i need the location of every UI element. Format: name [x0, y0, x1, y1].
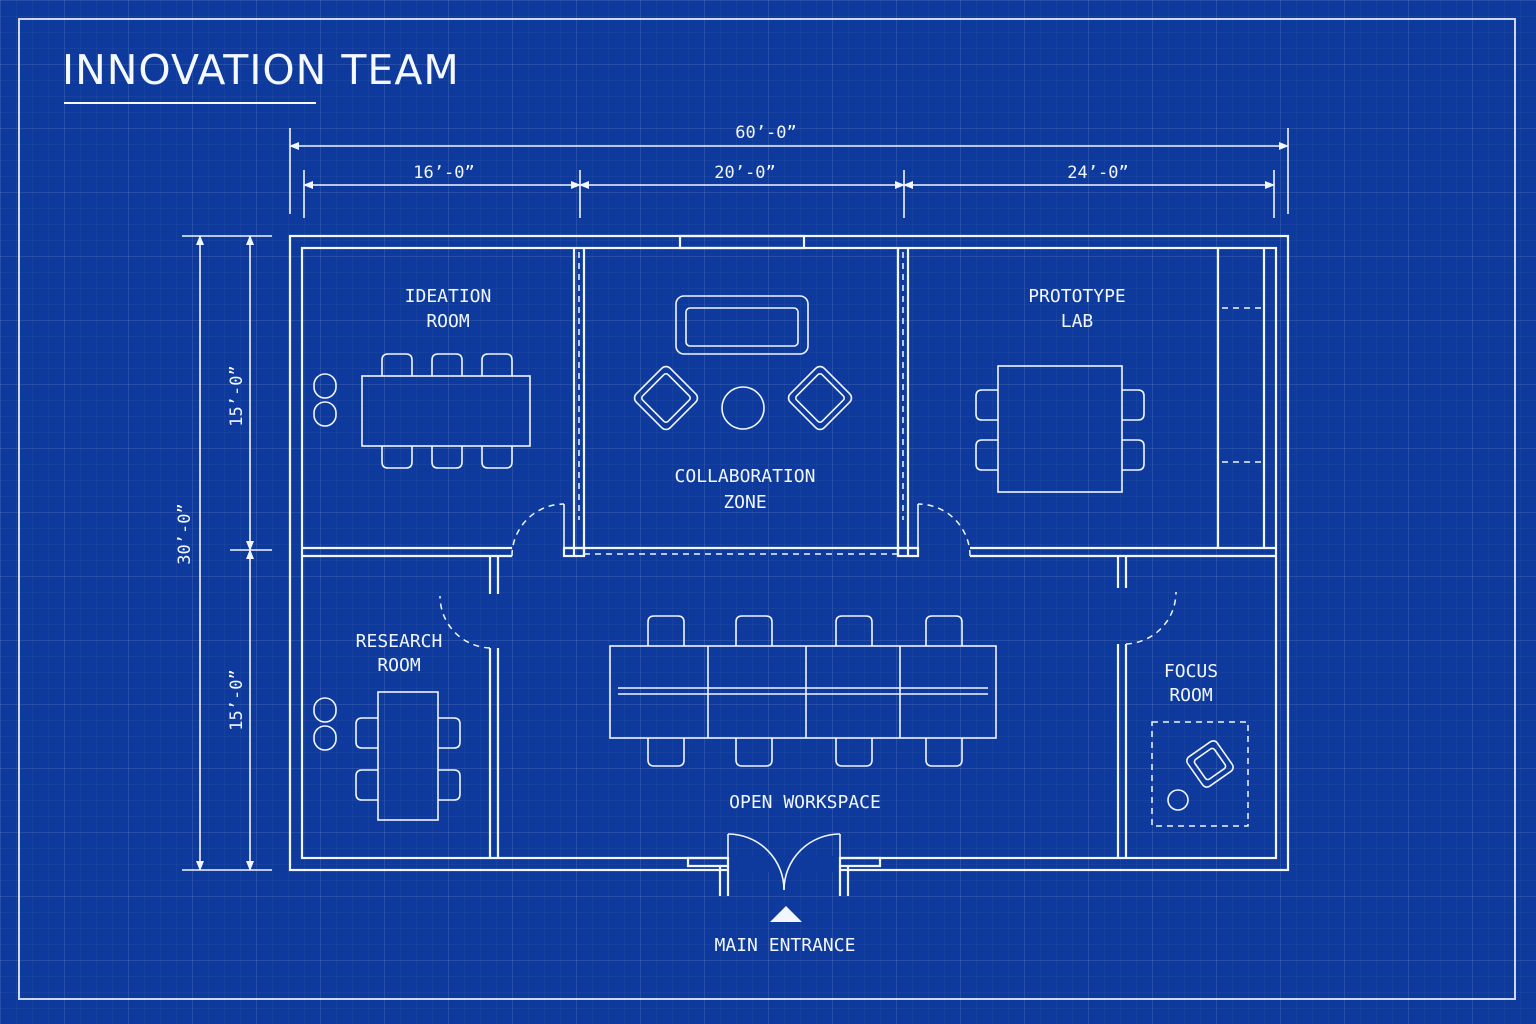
ideation-room-label-2: ROOM [426, 311, 470, 332]
focus-furniture [1151, 721, 1249, 827]
ideation-furniture [313, 353, 531, 469]
research-room-label-1: RESEARCH [356, 631, 443, 652]
door-swings [439, 503, 1177, 649]
prototype-lab-label-2: LAB [1061, 311, 1094, 332]
dim-width-right: 24’-0” [1067, 163, 1128, 183]
dim-total-width: 60’-0” [735, 123, 796, 143]
dim-depth-bottom: 15’-0” [227, 669, 247, 730]
dim-width-middle: 20’-0” [714, 163, 775, 183]
ideation-room-label-1: IDEATION [405, 286, 492, 307]
prototype-lab-label-1: PROTOTYPE [1028, 286, 1126, 307]
open-workspace-desks [609, 615, 997, 767]
collaboration-zone-label-1: COLLABORATION [675, 466, 816, 487]
research-furniture [313, 691, 461, 821]
dimension-lines [182, 128, 1289, 871]
dim-width-left: 16’-0” [413, 163, 474, 183]
dim-total-depth: 30’-0” [175, 503, 195, 564]
focus-room-label-1: FOCUS [1164, 661, 1218, 682]
main-entrance-label: MAIN ENTRANCE [715, 935, 856, 956]
open-workspace-label: OPEN WORKSPACE [729, 792, 881, 813]
page-title: INNOVATION TEAM [62, 46, 460, 94]
collaboration-zone-label-2: ZONE [723, 492, 766, 513]
main-entrance-door[interactable] [686, 833, 882, 922]
prototype-furniture [975, 365, 1145, 493]
blueprint-frame [18, 18, 1516, 1000]
collaboration-furniture [633, 295, 853, 431]
focus-room-label-2: ROOM [1169, 685, 1213, 706]
dim-depth-top: 15’-0” [227, 365, 247, 426]
title-underline [64, 102, 316, 104]
research-room-label-2: ROOM [377, 655, 421, 676]
